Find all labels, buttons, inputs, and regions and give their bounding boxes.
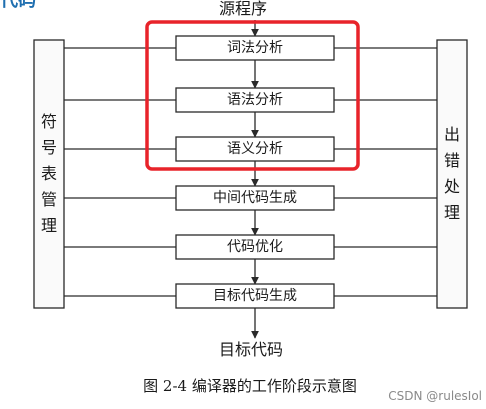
corner-fragment-text: 代码 — [0, 0, 36, 11]
csdn-watermark: CSDN @rulesIol — [388, 389, 482, 403]
stage-label: 中间代码生成 — [213, 190, 297, 206]
highlight-frame — [145, 20, 360, 171]
stage-box — [175, 136, 335, 162]
stage-label: 语法分析 — [227, 92, 283, 108]
right-panel-box — [436, 39, 468, 309]
stage-label: 词法分析 — [227, 40, 283, 56]
stage-label: 代码优化 — [227, 239, 283, 255]
stage-box — [175, 35, 335, 61]
left-panel-box — [33, 39, 65, 309]
stage-box — [175, 185, 335, 211]
target-code-label: 目标代码 — [218, 340, 283, 359]
source-program-label: 源程序 — [218, 0, 267, 18]
error-handling-label: 出错处理 — [443, 125, 460, 222]
stage-box — [175, 283, 335, 309]
stage-label: 目标代码生成 — [213, 288, 297, 304]
stage-boxes — [175, 35, 335, 309]
stage-box — [175, 87, 335, 113]
stage-box — [175, 234, 335, 260]
stage-label: 语义分析 — [227, 141, 283, 157]
figure-caption: 图 2-4 编译器的工作阶段示意图 — [143, 377, 357, 395]
symbol-table-label: 符号表管理 — [40, 112, 57, 235]
